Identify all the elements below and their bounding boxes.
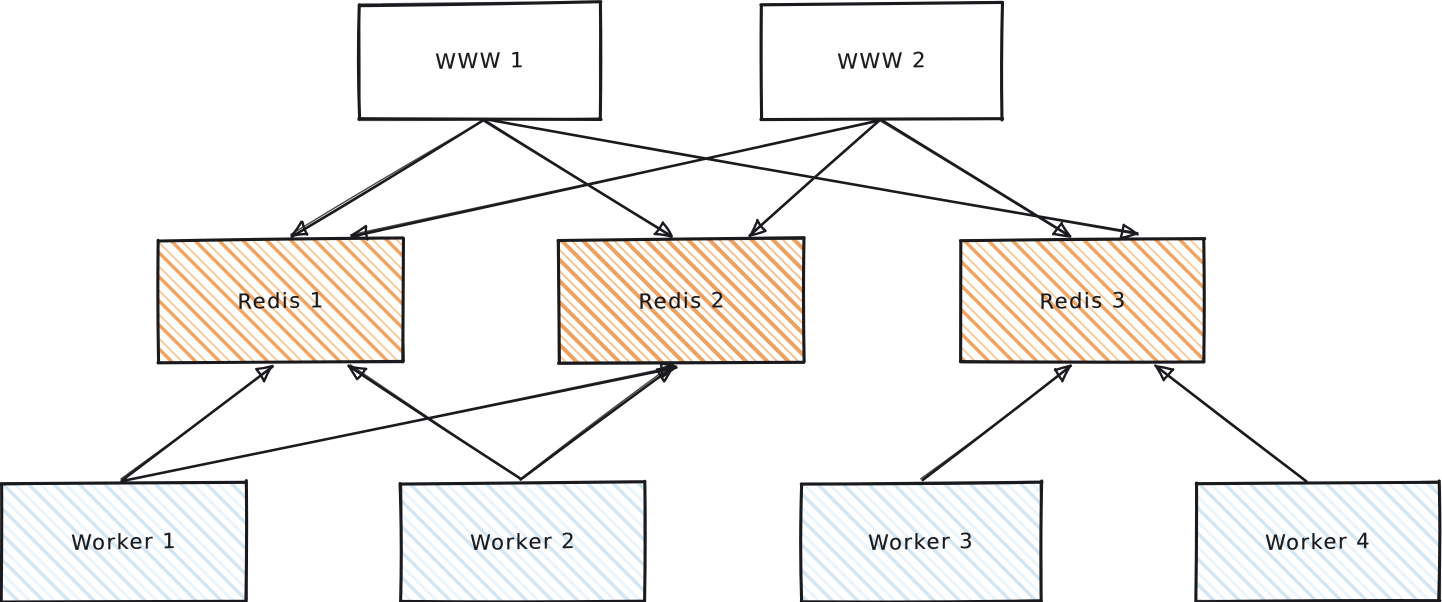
edge-arrowhead (1052, 221, 1064, 236)
node-worker4[interactable] (1194, 479, 1442, 602)
edge-worker4-to-redis3[interactable] (1154, 364, 1309, 483)
node-worker1[interactable] (0, 479, 249, 602)
node-fill (1, 482, 246, 601)
node-border-segment (557, 238, 805, 242)
node-fill (401, 482, 644, 601)
node-border-segment (759, 117, 1004, 121)
node-border-segment (399, 481, 646, 485)
node-fill (961, 239, 1204, 362)
edge-arrowhead (1119, 223, 1125, 240)
edge-worker2-to-redis1[interactable] (347, 364, 522, 480)
edge-worker3-to-redis3[interactable] (920, 364, 1073, 482)
node-border-segment (357, 1, 602, 5)
node-fill (359, 3, 600, 119)
node-border-segment (156, 239, 160, 364)
edge-arrowhead (1162, 368, 1175, 381)
edge-arrowhead (255, 364, 274, 371)
node-border-segment (800, 483, 803, 602)
node-border-segment (557, 239, 561, 365)
node-fill (1196, 482, 1439, 601)
edge-line (484, 118, 1138, 235)
node-border-segment (1196, 480, 1441, 485)
node-border-segment (961, 361, 1206, 364)
edge-www1-to-redis2[interactable] (482, 119, 673, 238)
edge-arrowhead (661, 221, 673, 237)
node-fill (801, 482, 1041, 601)
edge-www2-to-redis2[interactable] (748, 118, 882, 237)
edge-line (880, 119, 1072, 238)
node-border-segment (1437, 480, 1442, 602)
edge-worker2-to-redis2[interactable] (519, 364, 675, 481)
edge-arrowhead (1123, 224, 1139, 236)
node-border-segment (759, 3, 763, 122)
edge-line (350, 120, 878, 236)
node-border-segment (0, 481, 247, 486)
node-border-segment (643, 480, 646, 601)
edge-arrowhead (654, 221, 665, 235)
edge-line (519, 365, 675, 481)
edge-www1-to-redis3[interactable] (484, 117, 1139, 240)
node-border-segment (245, 479, 248, 602)
edge-line (1154, 364, 1309, 483)
node-fill (761, 3, 1002, 119)
edge-arrowhead (347, 364, 359, 381)
node-fill (559, 239, 804, 362)
edge-arrowhead (255, 368, 266, 383)
node-border-segment (1203, 238, 1206, 363)
edge-line (120, 366, 273, 480)
edge-line (880, 120, 1070, 237)
node-border-segment (400, 483, 403, 602)
node-border-segment (799, 480, 1043, 486)
node-fill (158, 239, 403, 362)
node-www1[interactable] (356, 0, 603, 122)
node-www2[interactable] (759, 0, 1005, 122)
node-border-segment (557, 361, 805, 364)
node-border-segment (358, 4, 361, 121)
edge-www2-to-redis3[interactable] (880, 119, 1072, 238)
edge-arrowhead (663, 364, 675, 382)
edge-arrowhead (656, 364, 675, 371)
node-redis1[interactable] (156, 236, 406, 365)
edge-line (521, 364, 673, 479)
edge-line (290, 119, 485, 236)
edge-arrowhead (350, 224, 368, 237)
edge-line (121, 365, 677, 483)
node-border-segment (402, 238, 406, 363)
edge-worker1-to-redis1[interactable] (120, 364, 274, 482)
node-border-segment (357, 117, 601, 122)
node-redis2[interactable] (556, 236, 806, 365)
edge-www1-to-redis1[interactable] (290, 119, 485, 238)
node-redis3[interactable] (958, 237, 1207, 364)
node-border-segment (1194, 484, 1198, 602)
edge-arrowhead (655, 368, 666, 383)
edge-arrowhead (301, 220, 309, 236)
node-worker2[interactable] (398, 479, 647, 602)
node-border-segment (1039, 481, 1043, 602)
node-worker3[interactable] (799, 479, 1044, 602)
edge-arrowhead (756, 218, 767, 232)
edge-line (920, 366, 1070, 480)
node-border-segment (959, 237, 1206, 242)
edge-line (749, 118, 882, 237)
edge-line (482, 120, 673, 237)
edge-arrowhead (1054, 367, 1064, 382)
node-border-segment (801, 599, 1043, 602)
edge-arrowhead (356, 367, 367, 380)
node-border-segment (0, 599, 247, 602)
node-border-segment (1000, 1, 1004, 120)
node-border-segment (761, 0, 1003, 5)
edge-arrowhead (748, 229, 767, 237)
node-border-segment (157, 237, 404, 243)
node-border-segment (1039, 479, 1044, 602)
edge-line (349, 364, 522, 480)
